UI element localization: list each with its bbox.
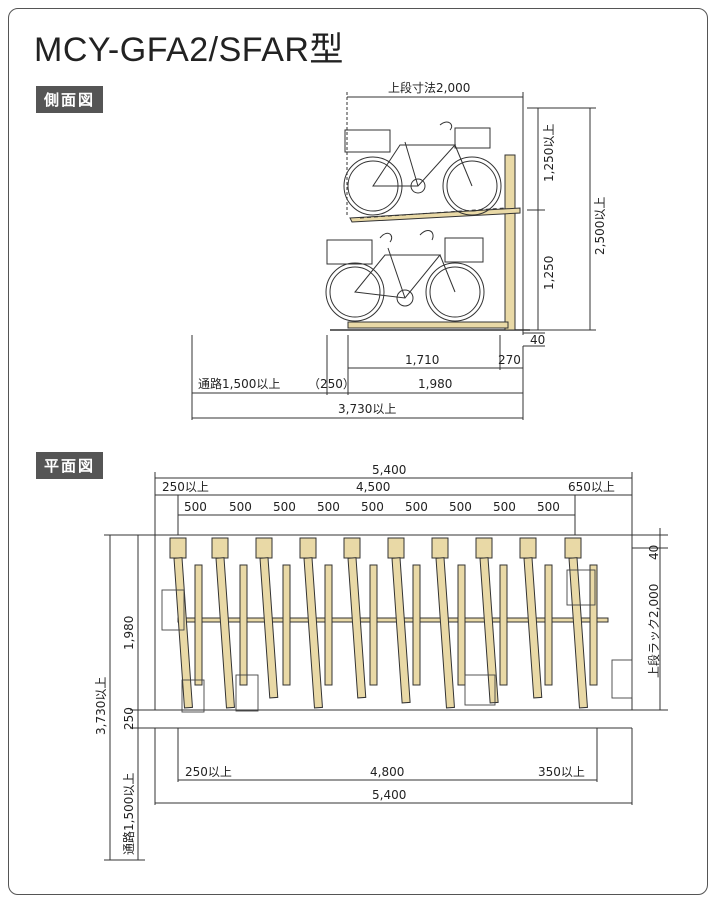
rack-10	[564, 537, 598, 709]
dim-40-side: 40	[530, 333, 545, 347]
dim-pitch-4: 500	[317, 500, 340, 514]
dim-upper-rack: 上段寸法2,000	[388, 80, 470, 95]
page-frame	[8, 8, 708, 895]
side-view-label: 側面図	[36, 86, 104, 113]
dim-40-plan: 40	[647, 545, 661, 560]
plan-view-drawing	[104, 472, 668, 861]
dim-bottom-mid: 4,800	[370, 765, 404, 779]
plan-view-label: 平面図	[36, 452, 104, 479]
rack-3	[255, 537, 291, 699]
dim-h-lower: 1,250	[542, 256, 556, 290]
dim-3730-plan: 3,730以上	[94, 677, 108, 735]
dim-pitch-6: 500	[405, 500, 428, 514]
rack-5	[343, 537, 378, 699]
side-view-dimensions: 上段寸法2,000 1,250以上 1,250 2,500以上 40 1,710…	[198, 80, 607, 416]
rack-2	[211, 537, 248, 709]
dim-pitch-8: 500	[493, 500, 516, 514]
dim-pitch-1: 500	[184, 500, 207, 514]
dim-upper-rack-plan: 上段ラック2,000	[646, 584, 661, 678]
side-view-drawing	[191, 92, 596, 420]
dim-bottom-right: 350以上	[538, 765, 585, 779]
dim-pitch-7: 500	[449, 500, 472, 514]
dim-h-upper: 1,250以上	[542, 124, 556, 182]
dim-aisle-plan: 通路1,500以上	[121, 773, 136, 855]
plan-racks	[161, 537, 633, 713]
dim-pitch-2: 500	[229, 500, 252, 514]
page-title: MCY-GFA2/SFAR型	[34, 31, 344, 69]
dim-1980-side: 1,980	[418, 377, 452, 391]
rack-1	[169, 537, 203, 709]
dim-left-offset: 250以上	[162, 480, 209, 494]
dim-top-total: 5,400	[372, 463, 406, 477]
dim-bottom-left: 250以上	[185, 765, 232, 779]
rack-7	[431, 537, 466, 709]
dim-h-total: 2,500以上	[593, 197, 607, 255]
dim-aisle-side: 通路1,500以上	[198, 376, 280, 391]
dim-total-side: 3,730以上	[338, 402, 396, 416]
dim-mid: 4,500	[356, 480, 390, 494]
dim-250-side: （250）	[308, 377, 355, 391]
dim-1980-plan: 1,980	[122, 616, 136, 650]
dim-270: 270	[498, 353, 521, 367]
plan-view-dimensions: 5,400 250以上 4,500 650以上 500 500 500 500 …	[94, 463, 661, 855]
dim-right-offset: 650以上	[568, 480, 615, 494]
dim-250-plan: 250	[122, 707, 136, 730]
dim-1710: 1,710	[405, 353, 439, 367]
dim-pitch-3: 500	[273, 500, 296, 514]
dim-bottom-total: 5,400	[372, 788, 406, 802]
rack-8	[475, 537, 508, 704]
rack-6	[387, 537, 421, 704]
rack-4	[299, 537, 333, 709]
dim-pitch-9: 500	[537, 500, 560, 514]
rack-9	[519, 537, 553, 699]
dim-pitch-5: 500	[361, 500, 384, 514]
